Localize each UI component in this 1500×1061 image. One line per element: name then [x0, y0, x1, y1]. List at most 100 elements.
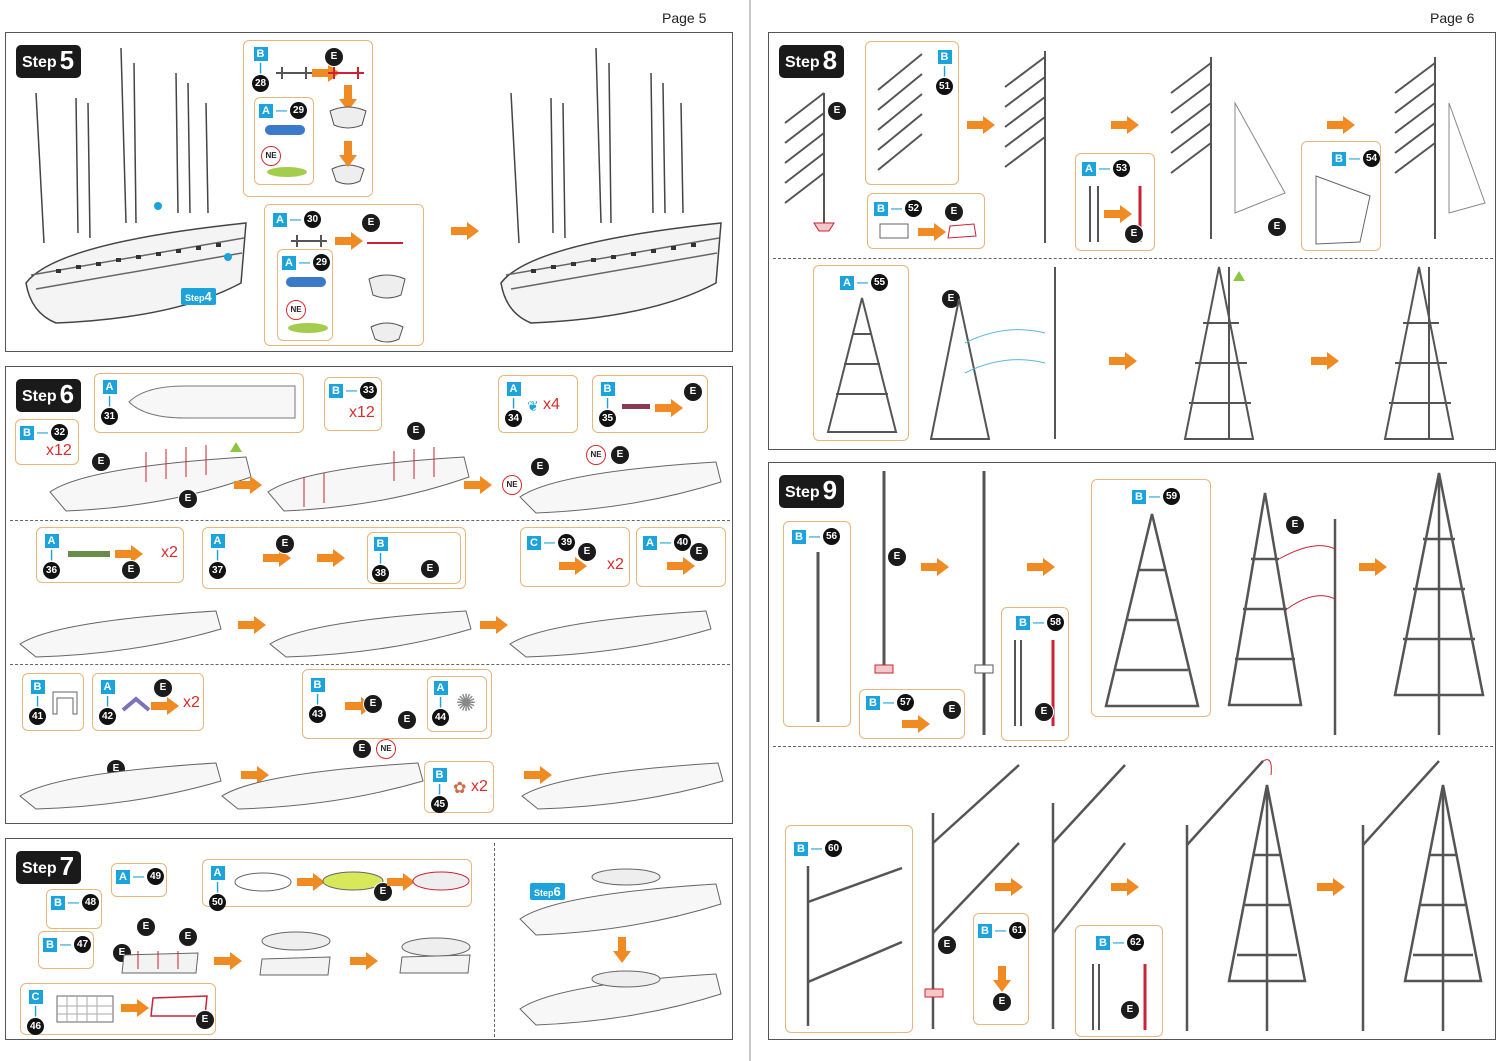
part-number: 52 [905, 200, 922, 217]
callout-part-29: A—29 NE [254, 97, 314, 185]
glue-e-marker: E [577, 542, 597, 562]
ne-marker: NE [286, 300, 306, 320]
glue-e-marker: E [1034, 702, 1054, 722]
part-number: 48 [82, 894, 99, 911]
longboat-hull-icon [322, 871, 384, 891]
step-6-reference: Step6 [530, 883, 565, 900]
part-number: 47 [74, 936, 91, 953]
deck-stage-2 [267, 447, 470, 512]
part-tag-59: B—59 [1132, 488, 1180, 505]
shroud-stage-3 [1383, 266, 1455, 440]
sheet-letter: B [866, 695, 880, 710]
glue-e-marker: E [1267, 217, 1287, 237]
ne-marker: NE [502, 475, 522, 495]
callout-part-57: B—57 E [859, 689, 965, 739]
sheet-letter: B [51, 895, 65, 910]
glue-e-marker: E [136, 917, 156, 937]
part-62-assembled-icon [1143, 964, 1147, 1030]
ne-marker: NE [586, 445, 606, 465]
part-tag-54: B—54 [1332, 150, 1380, 167]
mast-top-assembly [784, 92, 835, 232]
deck-stage-3 [519, 461, 722, 514]
part-tag-30: A—30 [273, 211, 321, 228]
sheet-letter: B [794, 841, 808, 856]
mast-stage-9a [874, 471, 894, 674]
mast-stage-9g [1185, 759, 1307, 1031]
sheet-letter: B [1016, 615, 1030, 630]
part-tag-58: B—58 [1016, 614, 1064, 631]
part-tag-39: C—39 [527, 534, 575, 551]
callout-part-42: A|42 E x2 [92, 673, 204, 731]
sheet-letter: A [100, 680, 115, 694]
part-tag-44: A|44 [432, 681, 449, 726]
part-number: 62 [1127, 934, 1144, 951]
part-number: 28 [252, 75, 269, 92]
callout-part-51: B|51 [865, 41, 959, 185]
part-34-icon: ❦ [527, 398, 539, 414]
part-41-icon [52, 691, 78, 715]
part-number: 56 [823, 528, 840, 545]
glue-e-marker: E [275, 534, 295, 554]
callout-part-36: A|36 E x2 [36, 527, 184, 583]
callout-part-52: B—52 E [867, 193, 985, 249]
step-ref-number: 4 [204, 289, 212, 304]
part-tag-41: B|41 [29, 680, 46, 725]
glue-e-marker: E [121, 560, 141, 580]
deck-stage-1 [49, 442, 252, 512]
part-number: 33 [360, 382, 377, 399]
part-number: 37 [209, 562, 226, 579]
step-number: 6 [59, 379, 75, 409]
callout-part-62: B—62 E [1075, 925, 1163, 1037]
shroud-stage-1 [929, 267, 1056, 440]
glue-e-marker: E [683, 382, 703, 402]
part-tag-60: B—60 [794, 840, 842, 857]
part-tag-49: A—49 [116, 868, 164, 885]
callout-part-38: B|38 E [367, 532, 461, 584]
deck-stage-4 [19, 610, 222, 658]
boat-hull-icon [288, 323, 328, 333]
part-tag-29: A—29 [259, 102, 307, 119]
sheet-letter: C [527, 535, 541, 550]
quantity-multiplier: x4 [543, 396, 560, 413]
part-tag-53: A—53 [1082, 160, 1130, 177]
step-label: Step [785, 54, 820, 71]
deck-stage-6 [509, 610, 712, 658]
part-tag-33: B—33 [329, 382, 377, 399]
sail-icon [1315, 175, 1371, 245]
part-number: 42 [99, 708, 116, 725]
mast-piece-icon [816, 552, 820, 722]
sheet-letter: A [433, 681, 448, 695]
callout-part-40: A—40 E [636, 527, 726, 587]
glue-e-marker: E [1285, 515, 1305, 535]
boat-hull-icon [267, 167, 307, 177]
ship-illustration-before [25, 47, 247, 324]
part-58-icon [1014, 640, 1022, 726]
part-number: 30 [304, 211, 321, 228]
part-30-assembled-icon [367, 242, 403, 244]
mast-stage-9h [1361, 760, 1483, 1031]
quantity-multiplier: x2 [471, 778, 488, 795]
callout-part-50: A|50 E [202, 859, 472, 911]
part-number: 46 [27, 1018, 44, 1035]
glue-e-marker: E [178, 927, 198, 947]
sheet-letter: A [273, 212, 287, 227]
sheet-letter: B [937, 50, 952, 64]
part-45-icon: ✿ [453, 780, 467, 797]
sheet-letter: A [44, 534, 59, 548]
sheet-letter: A [116, 869, 130, 884]
page-number-left: Page 5 [662, 10, 707, 26]
part-tag-40: A—40 [643, 534, 691, 551]
step-label: Step [22, 860, 57, 877]
glue-e-marker: E [827, 101, 847, 121]
part-tag-37: A|37 [209, 534, 226, 579]
part-50-icon [234, 872, 292, 892]
part-number: 57 [897, 694, 914, 711]
callout-part-45: B|45 ✿ x2 [424, 761, 494, 813]
quantity-multiplier: x2 [161, 544, 178, 561]
part-tag-62: B—62 [1096, 934, 1144, 951]
sheet-letter: A [840, 275, 854, 290]
step-number: 9 [822, 475, 838, 505]
